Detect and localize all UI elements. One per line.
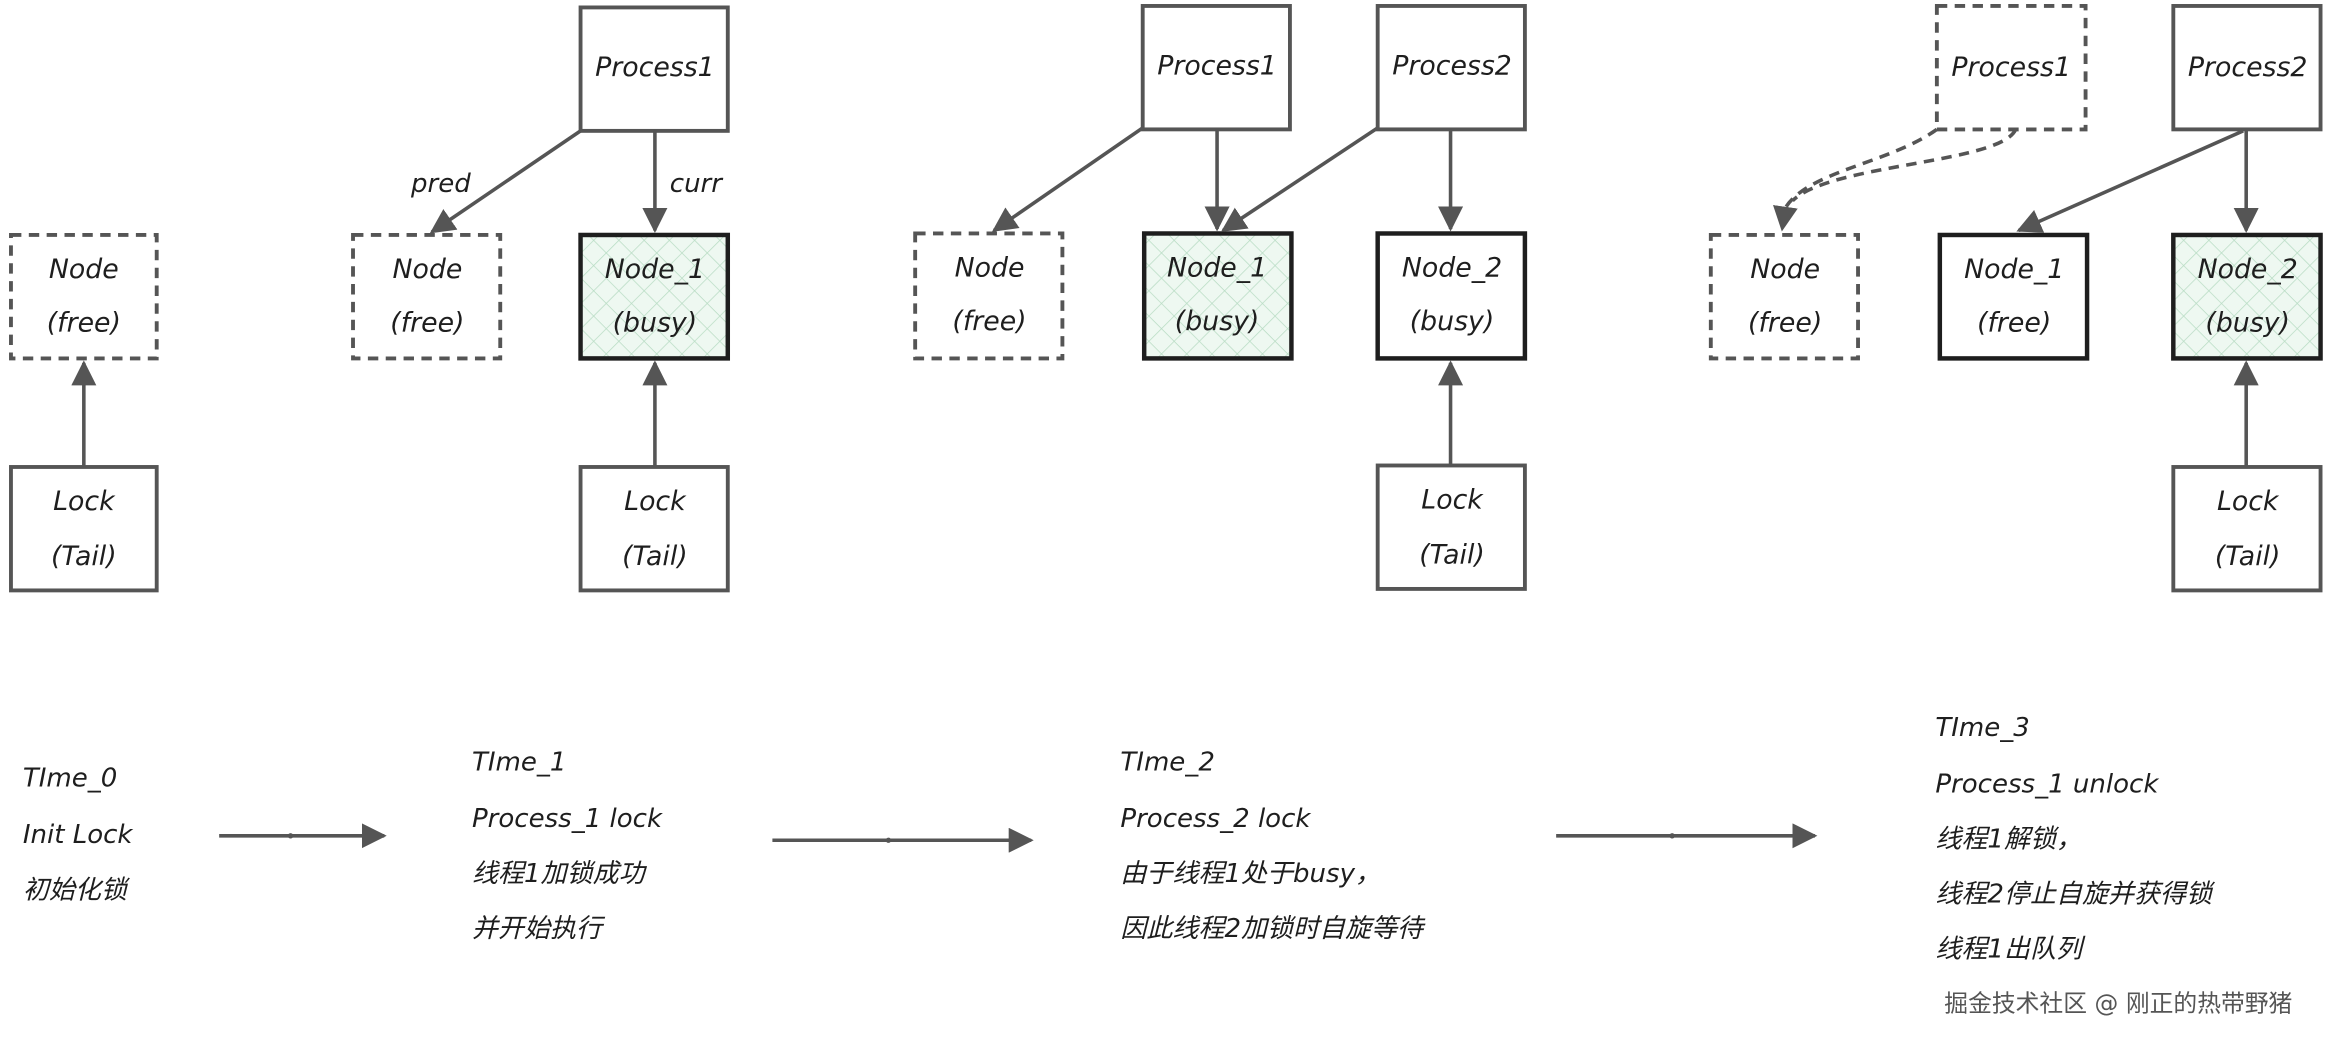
svg-text:Init Lock: Init Lock	[23, 820, 134, 850]
svg-text:(free): (free)	[1748, 308, 1822, 339]
svg-text:Node: Node	[1750, 254, 1820, 285]
node-1-free: Node_1 (free)	[1937, 232, 2090, 361]
svg-text:Node_1: Node_1	[1167, 253, 1267, 284]
svg-text:Process_1 unlock: Process_1 unlock	[1935, 770, 2159, 800]
svg-text:TIme_0: TIme_0	[23, 764, 117, 794]
svg-text:(free): (free)	[1977, 308, 2051, 339]
caption-time-3: TIme_3 Process_1 unlock 线程1解锁， 线程2停止自旋并获…	[1935, 713, 2216, 965]
panel-time-1: Process1 Node (free) Node_1 (busy) Lock …	[351, 5, 731, 593]
svg-text:Node_2: Node_2	[1402, 253, 1502, 284]
svg-text:Process2: Process2	[1392, 50, 1512, 81]
svg-text:Lock: Lock	[624, 486, 687, 517]
node-1-busy: Node_1 (busy)	[578, 232, 731, 361]
panel-time-0: Node (free) Lock (Tail)	[9, 233, 159, 593]
svg-text:线程2停止自旋并获得锁: 线程2停止自旋并获得锁	[1935, 880, 2216, 910]
svg-text:(Tail): (Tail)	[51, 541, 117, 572]
svg-text:(Tail): (Tail)	[1419, 540, 1485, 571]
svg-text:Process2: Process2	[2188, 52, 2308, 83]
lock-tail: Lock (Tail)	[2171, 465, 2323, 593]
process-2: Process2	[1375, 4, 1527, 132]
svg-text:TIme_1: TIme_1	[472, 747, 566, 777]
svg-text:Node: Node	[392, 254, 462, 285]
panel-time-2: Process1 Process2 Node (free) Node_1 (bu…	[913, 4, 1528, 591]
node-1-busy: Node_1 (busy)	[1141, 231, 1294, 361]
svg-text:Process1: Process1	[1951, 52, 2071, 83]
caption-time-0: TIme_0 Init Lock 初始化锁	[23, 764, 134, 906]
node-free: Node (free)	[1708, 233, 1860, 361]
process-1: Process1	[1140, 4, 1292, 132]
arrow-pred	[429, 129, 582, 234]
caption-time-1: TIme_1 Process_1 lock 线程1加锁成功 并开始执行	[472, 747, 663, 944]
svg-text:Node_2: Node_2	[2198, 254, 2298, 285]
node-2-busy: Node_2 (busy)	[1375, 231, 1528, 361]
svg-text:(busy): (busy)	[2205, 308, 2290, 339]
caption-time-2: TIme_2 Process_2 lock 由于线程1处于busy， 因此线程2…	[1120, 747, 1426, 944]
node-free: Node (free)	[9, 233, 159, 361]
process-2: Process2	[2171, 4, 2323, 132]
svg-text:Lock: Lock	[1421, 485, 1484, 516]
arrow-p2-pred	[1220, 126, 1379, 232]
node-2-busy: Node_2 (busy)	[2171, 232, 2323, 361]
arrow-p2-pred	[2016, 129, 2244, 233]
node-free: Node (free)	[351, 233, 503, 361]
svg-text:由于线程1处于busy，: 由于线程1处于busy，	[1120, 859, 1381, 889]
svg-text:初始化锁: 初始化锁	[23, 875, 131, 905]
svg-text:Process1: Process1	[595, 52, 715, 83]
node-free: Node (free)	[913, 231, 1065, 361]
panel-time-3: Process1 Process2 Node (free) Node_1 (fr…	[1708, 4, 2323, 593]
process-1: Process1	[578, 5, 730, 133]
svg-text:(busy): (busy)	[1175, 306, 1260, 337]
label-curr: curr	[670, 169, 724, 199]
svg-text:线程1加锁成功: 线程1加锁成功	[472, 859, 648, 889]
lock-tail: Lock (Tail)	[9, 465, 159, 593]
svg-text:Process_2 lock: Process_2 lock	[1120, 804, 1311, 834]
svg-text:TIme_2: TIme_2	[1120, 747, 1214, 777]
watermark: 掘金技术社区 @ 刚正的热带野猪	[1944, 989, 2292, 1017]
svg-text:Process1: Process1	[1157, 50, 1277, 81]
svg-text:(free): (free)	[47, 308, 121, 339]
svg-text:Lock: Lock	[53, 486, 116, 517]
arrow-p1-pred	[991, 126, 1144, 232]
arrow-p1-curr-dashed	[1791, 128, 2018, 203]
label-pred: pred	[410, 169, 471, 199]
svg-text:(busy): (busy)	[1410, 306, 1495, 337]
svg-text:Node: Node	[49, 254, 119, 285]
svg-text:Process_1 lock: Process_1 lock	[472, 804, 663, 834]
svg-text:TIme_3: TIme_3	[1935, 713, 2029, 743]
svg-text:Node_1: Node_1	[605, 254, 705, 285]
process-1-released: Process1	[1934, 4, 2088, 132]
svg-text:(Tail): (Tail)	[2215, 541, 2281, 572]
svg-text:(busy): (busy)	[613, 308, 698, 339]
arrow-p1-pred-dashed	[1773, 127, 1938, 232]
svg-text:(free): (free)	[390, 308, 464, 339]
timeline-arrows	[219, 823, 1818, 853]
svg-text:Lock: Lock	[2217, 486, 2280, 517]
svg-text:Node_1: Node_1	[1964, 254, 2064, 285]
svg-text:Node: Node	[955, 253, 1025, 284]
svg-text:线程1解锁，: 线程1解锁，	[1935, 825, 2082, 855]
svg-text:并开始执行: 并开始执行	[472, 914, 606, 944]
svg-text:因此线程2加锁时自旋等待: 因此线程2加锁时自旋等待	[1120, 914, 1426, 944]
svg-text:(free): (free)	[952, 306, 1026, 337]
lock-tail: Lock (Tail)	[1375, 463, 1527, 591]
lock-tail: Lock (Tail)	[578, 465, 730, 593]
svg-text:(Tail): (Tail)	[622, 541, 688, 572]
svg-text:线程1出队列: 线程1出队列	[1935, 935, 2086, 965]
